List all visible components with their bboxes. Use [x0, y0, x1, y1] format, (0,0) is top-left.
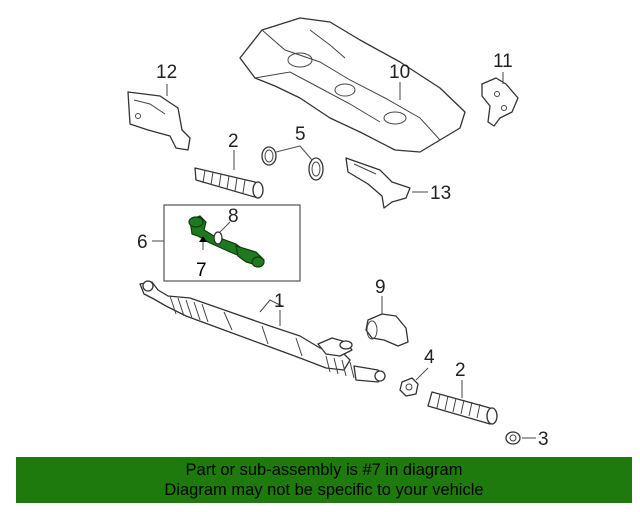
part-5-rings[interactable] [261, 146, 324, 181]
part-7-tie-rod-end[interactable] [188, 215, 265, 268]
part-10-crossmember[interactable] [239, 17, 466, 153]
parts-diagram: 10 12 11 5 2 13 6 [127, 17, 549, 450]
part-8-lock-nut[interactable] [213, 231, 223, 245]
callout-4: 4 [424, 347, 435, 368]
part-11-bracket[interactable] [481, 77, 519, 127]
info-banner: Part or sub-assembly is #7 in diagram Di… [16, 457, 632, 503]
callout-2-upper: 2 [228, 131, 239, 152]
callout-8: 8 [228, 206, 239, 227]
callout-6: 6 [137, 232, 148, 253]
callout-12: 12 [156, 62, 177, 83]
callout-3: 3 [538, 429, 549, 450]
part-12-bracket[interactable] [127, 91, 191, 151]
callout-5: 5 [295, 124, 306, 145]
part-9-dust-boot[interactable] [365, 313, 409, 347]
part-3-clamp[interactable] [505, 431, 521, 445]
callout-13: 13 [430, 183, 451, 204]
callout-1: 1 [274, 291, 285, 312]
part-2-boot-lower[interactable] [427, 391, 498, 425]
callout-2-lower: 2 [455, 360, 466, 381]
callout-7: 7 [196, 260, 207, 281]
sub-assembly-box [163, 204, 301, 282]
part-13-shield[interactable] [345, 157, 411, 209]
part-1-steering-rack[interactable] [139, 280, 386, 383]
part-4-clip[interactable] [399, 377, 419, 397]
callout-9: 9 [375, 277, 386, 298]
callout-11: 11 [493, 51, 513, 72]
banner-line-2: Diagram may not be specific to your vehi… [164, 481, 484, 499]
banner-line-1: Part or sub-assembly is #7 in diagram [185, 461, 463, 479]
part-2-boot-upper[interactable] [194, 167, 264, 199]
callout-10: 10 [389, 62, 410, 83]
